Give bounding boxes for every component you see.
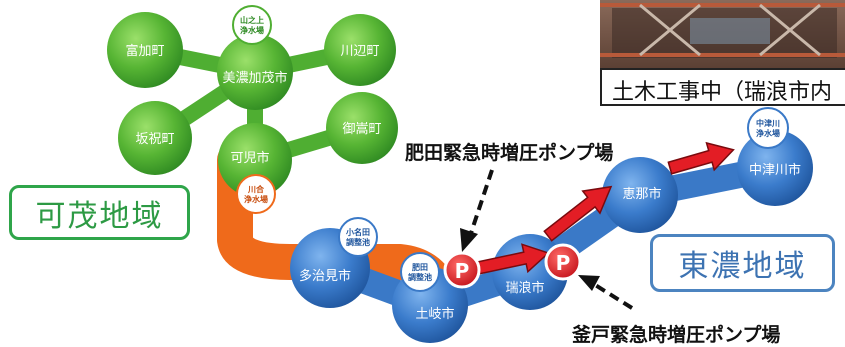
city-label-sakahogi: 坂祝町 xyxy=(135,132,174,147)
city-label-tomika: 富加町 xyxy=(125,43,164,59)
facility-badge-kawai: 川合 浄水場 xyxy=(236,174,276,214)
facility-yamanoue-line1: 山之上 xyxy=(240,15,264,25)
facility-kawai-line1: 川合 xyxy=(247,184,265,194)
node-kani xyxy=(218,123,292,197)
node-mitake xyxy=(326,92,398,164)
region-label-kamo: 可茂地域 xyxy=(9,185,190,240)
city-label-toki: 土岐市 xyxy=(415,306,454,322)
pump-marker-kamado-label: P xyxy=(556,251,571,275)
node-tomika xyxy=(107,12,183,88)
facility-hida-line1: 肥田 xyxy=(412,262,428,272)
facility-badge-hida: 肥田 調整池 xyxy=(400,252,440,292)
flow-arrows xyxy=(475,141,735,275)
node-ena xyxy=(602,157,678,233)
facility-nakatsugawa-line2: 浄水場 xyxy=(756,128,780,138)
facility-yamanoue-line2: 浄水場 xyxy=(240,25,264,35)
city-label-tajimi: 多治見市 xyxy=(299,268,351,284)
flow-arrow-2 xyxy=(543,185,613,242)
city-label-mizunami: 瑞浪市 xyxy=(505,280,544,296)
city-label-minokamo: 美濃加茂市 xyxy=(222,70,287,86)
node-minokamo xyxy=(217,34,293,110)
facility-konada-line2: 調整池 xyxy=(346,237,370,247)
facility-badge-konada: 小名田 調整池 xyxy=(338,217,378,257)
pump-marker-hida: P xyxy=(443,251,481,289)
callout-hida-pump-station: 肥田緊急時増圧ポンプ場 xyxy=(405,142,614,164)
facility-badge-yamanoue: 山之上 浄水場 xyxy=(232,5,272,45)
pump-marker-hida-label: P xyxy=(455,259,470,283)
flow-arrow-1 xyxy=(475,243,550,275)
node-nakatsugawa xyxy=(737,130,813,206)
facility-kawai-line2: 浄水場 xyxy=(244,194,268,204)
city-label-kani: 可児市 xyxy=(230,150,269,166)
pointer-arrow-kamado xyxy=(578,275,634,310)
city-label-mitake: 御嵩町 xyxy=(342,122,381,137)
construction-photo xyxy=(600,0,845,70)
city-label-kawabe: 川辺町 xyxy=(340,44,379,59)
city-label-ena: 恵那市 xyxy=(622,186,661,202)
city-label-nakatsugawa: 中津川市 xyxy=(749,162,801,178)
region-label-tono: 東濃地域 xyxy=(650,234,835,292)
facility-hida-line2: 調整池 xyxy=(408,272,432,282)
node-kawabe xyxy=(324,14,396,86)
pointer-arrow-hida xyxy=(460,169,494,252)
callout-kamado-pump-station: 釜戸緊急時増圧ポンプ場 xyxy=(572,324,781,346)
pump-marker-kamado: P xyxy=(544,243,582,281)
facility-nakatsugawa-line1: 中津川 xyxy=(756,118,780,128)
facility-badge-nakatsugawa: 中津川 浄水場 xyxy=(747,107,789,149)
flow-arrow-3 xyxy=(667,141,735,175)
facility-konada-line1: 小名田 xyxy=(345,227,370,237)
node-sakahogi xyxy=(118,101,192,175)
photo-caption: 土木工事中（瑞浪市内 xyxy=(600,68,845,106)
